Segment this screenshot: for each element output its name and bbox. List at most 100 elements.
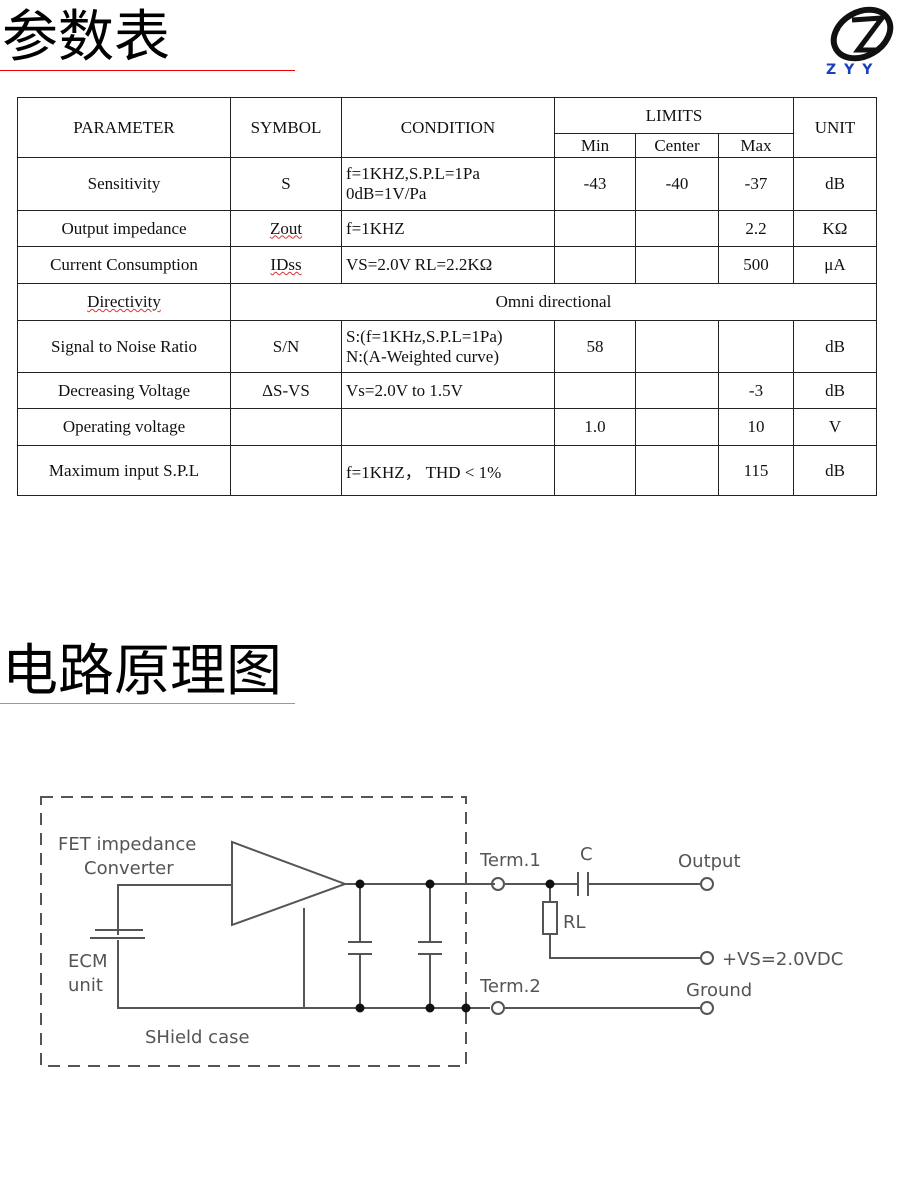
capacitor-2	[418, 884, 442, 1008]
cell-unit: dB	[793, 320, 877, 373]
cell-max: 2.2	[718, 210, 794, 247]
header-max: Max	[718, 133, 794, 158]
table-row: Maximum input S.P.L f=1KHZ， THD < 1% 115…	[17, 445, 877, 496]
cell-min	[554, 445, 636, 496]
ground-terminal	[700, 1001, 714, 1015]
cell-parameter: Signal to Noise Ratio	[17, 320, 231, 373]
resistor-rl	[542, 901, 558, 935]
title-underline	[0, 703, 295, 704]
shield-case-outline	[40, 796, 467, 1067]
table-row: Output impedance Zout f=1KHZ 2.2 KΩ	[17, 210, 877, 247]
output-terminal	[700, 877, 714, 891]
term1-terminal	[491, 877, 505, 891]
section-title-parameters: 参数表	[2, 5, 170, 70]
cell-parameter: Output impedance	[17, 210, 231, 247]
cell-span-value: Omni directional	[230, 283, 877, 321]
term1-label: Term.1	[479, 850, 541, 871]
junction-dot	[355, 879, 365, 889]
cell-condition: f=1KHZ	[341, 210, 555, 247]
circuit-diagram: FET impedance Converter ECM unit SHield …	[40, 796, 843, 1067]
ground-label: Ground	[686, 980, 752, 1001]
capacitor-label: C	[580, 844, 593, 865]
table-row: Signal to Noise Ratio S/N S:(f=1KHz,S.P.…	[17, 320, 877, 373]
cell-symbol: IDss	[270, 255, 302, 274]
cell-min	[554, 246, 636, 284]
condition-line: 0dB=1V/Pa	[346, 184, 427, 203]
amplifier-symbol	[231, 840, 348, 927]
junction-dot	[461, 1003, 471, 1013]
cell-symbol: Zout	[269, 218, 303, 238]
cell-unit: dB	[793, 372, 877, 409]
cell-condition: S:(f=1KHz,S.P.L=1Pa)N:(A-Weighted curve)	[341, 320, 555, 373]
cell-unit: V	[793, 408, 877, 446]
table-row: Operating voltage 1.0 10 V	[17, 408, 877, 446]
cell-min: 1.0	[554, 408, 636, 446]
cell-max	[718, 320, 794, 373]
cell-unit: μA	[793, 246, 877, 284]
logo-text: ZYY	[826, 62, 880, 76]
cell-symbol: ΔS-VS	[230, 372, 342, 409]
fet-label: FET impedance	[58, 834, 196, 855]
condition-line: f=1KHZ,S.P.L=1Pa	[346, 164, 480, 183]
cell-symbol	[230, 408, 342, 446]
cell-parameter: Directivity	[87, 292, 161, 311]
cell-min	[554, 210, 636, 247]
cell-unit: dB	[793, 157, 877, 211]
condition-line: N:(A-Weighted curve)	[346, 346, 499, 366]
section-title-circuit: 电路原理图	[2, 639, 282, 704]
cell-condition: f=1KHZ， THD < 1%	[341, 445, 555, 496]
junction-dot	[425, 1003, 435, 1013]
wire	[117, 884, 232, 935]
ecm-capsule	[90, 929, 145, 939]
vs-terminal	[700, 951, 714, 965]
cell-center	[635, 246, 719, 284]
term2-terminal	[491, 1001, 505, 1015]
shield-label: SHield case	[145, 1027, 250, 1048]
cell-parameter: Maximum input S.P.L	[17, 445, 231, 496]
cell-center: -40	[635, 157, 719, 211]
cell-condition	[341, 408, 555, 446]
cell-max: 500	[718, 246, 794, 284]
cell-center	[635, 372, 719, 409]
fet-label: Converter	[84, 858, 174, 879]
junction-dot	[545, 879, 555, 889]
cell-parameter: Decreasing Voltage	[17, 372, 231, 409]
ecm-label: ECM	[68, 951, 107, 972]
header-symbol: SYMBOL	[230, 97, 342, 158]
parameter-table: PARAMETER SYMBOL CONDITION LIMITS UNIT M…	[17, 97, 877, 496]
header-unit: UNIT	[793, 97, 877, 158]
junction-dot	[355, 1003, 365, 1013]
ground-wire	[117, 940, 466, 1009]
cell-condition: Vs=2.0V to 1.5V	[341, 372, 555, 409]
coupling-capacitor	[505, 872, 700, 896]
header-condition: CONDITION	[341, 97, 555, 158]
table-row: Decreasing Voltage ΔS-VS Vs=2.0V to 1.5V…	[17, 372, 877, 409]
cell-symbol: S/N	[230, 320, 342, 373]
cell-center	[635, 445, 719, 496]
table-row: Directivity Omni directional	[17, 283, 877, 321]
table-row: Current Consumption IDss VS=2.0V RL=2.2K…	[17, 246, 877, 284]
header-limits: LIMITS	[554, 97, 794, 134]
cell-max: -3	[718, 372, 794, 409]
capacitor-1	[348, 884, 372, 1008]
header-parameter: PARAMETER	[17, 97, 231, 158]
cell-max: 115	[718, 445, 794, 496]
cell-max: -37	[718, 157, 794, 211]
cell-unit: KΩ	[793, 210, 877, 247]
output-label: Output	[678, 851, 741, 872]
header-center: Center	[635, 133, 719, 158]
cell-min: -43	[554, 157, 636, 211]
cell-max: 10	[718, 408, 794, 446]
cell-unit: dB	[793, 445, 877, 496]
ecm-label: unit	[68, 975, 103, 996]
cell-symbol	[230, 445, 342, 496]
zyy-logo: ZYY	[826, 6, 894, 76]
cell-parameter: Operating voltage	[17, 408, 231, 446]
cell-min: 58	[554, 320, 636, 373]
vs-label: +VS=2.0VDC	[722, 949, 843, 970]
title-underline	[0, 70, 295, 71]
resistor-label: RL	[563, 912, 586, 933]
condition-line: S:(f=1KHz,S.P.L=1Pa)	[346, 326, 503, 346]
